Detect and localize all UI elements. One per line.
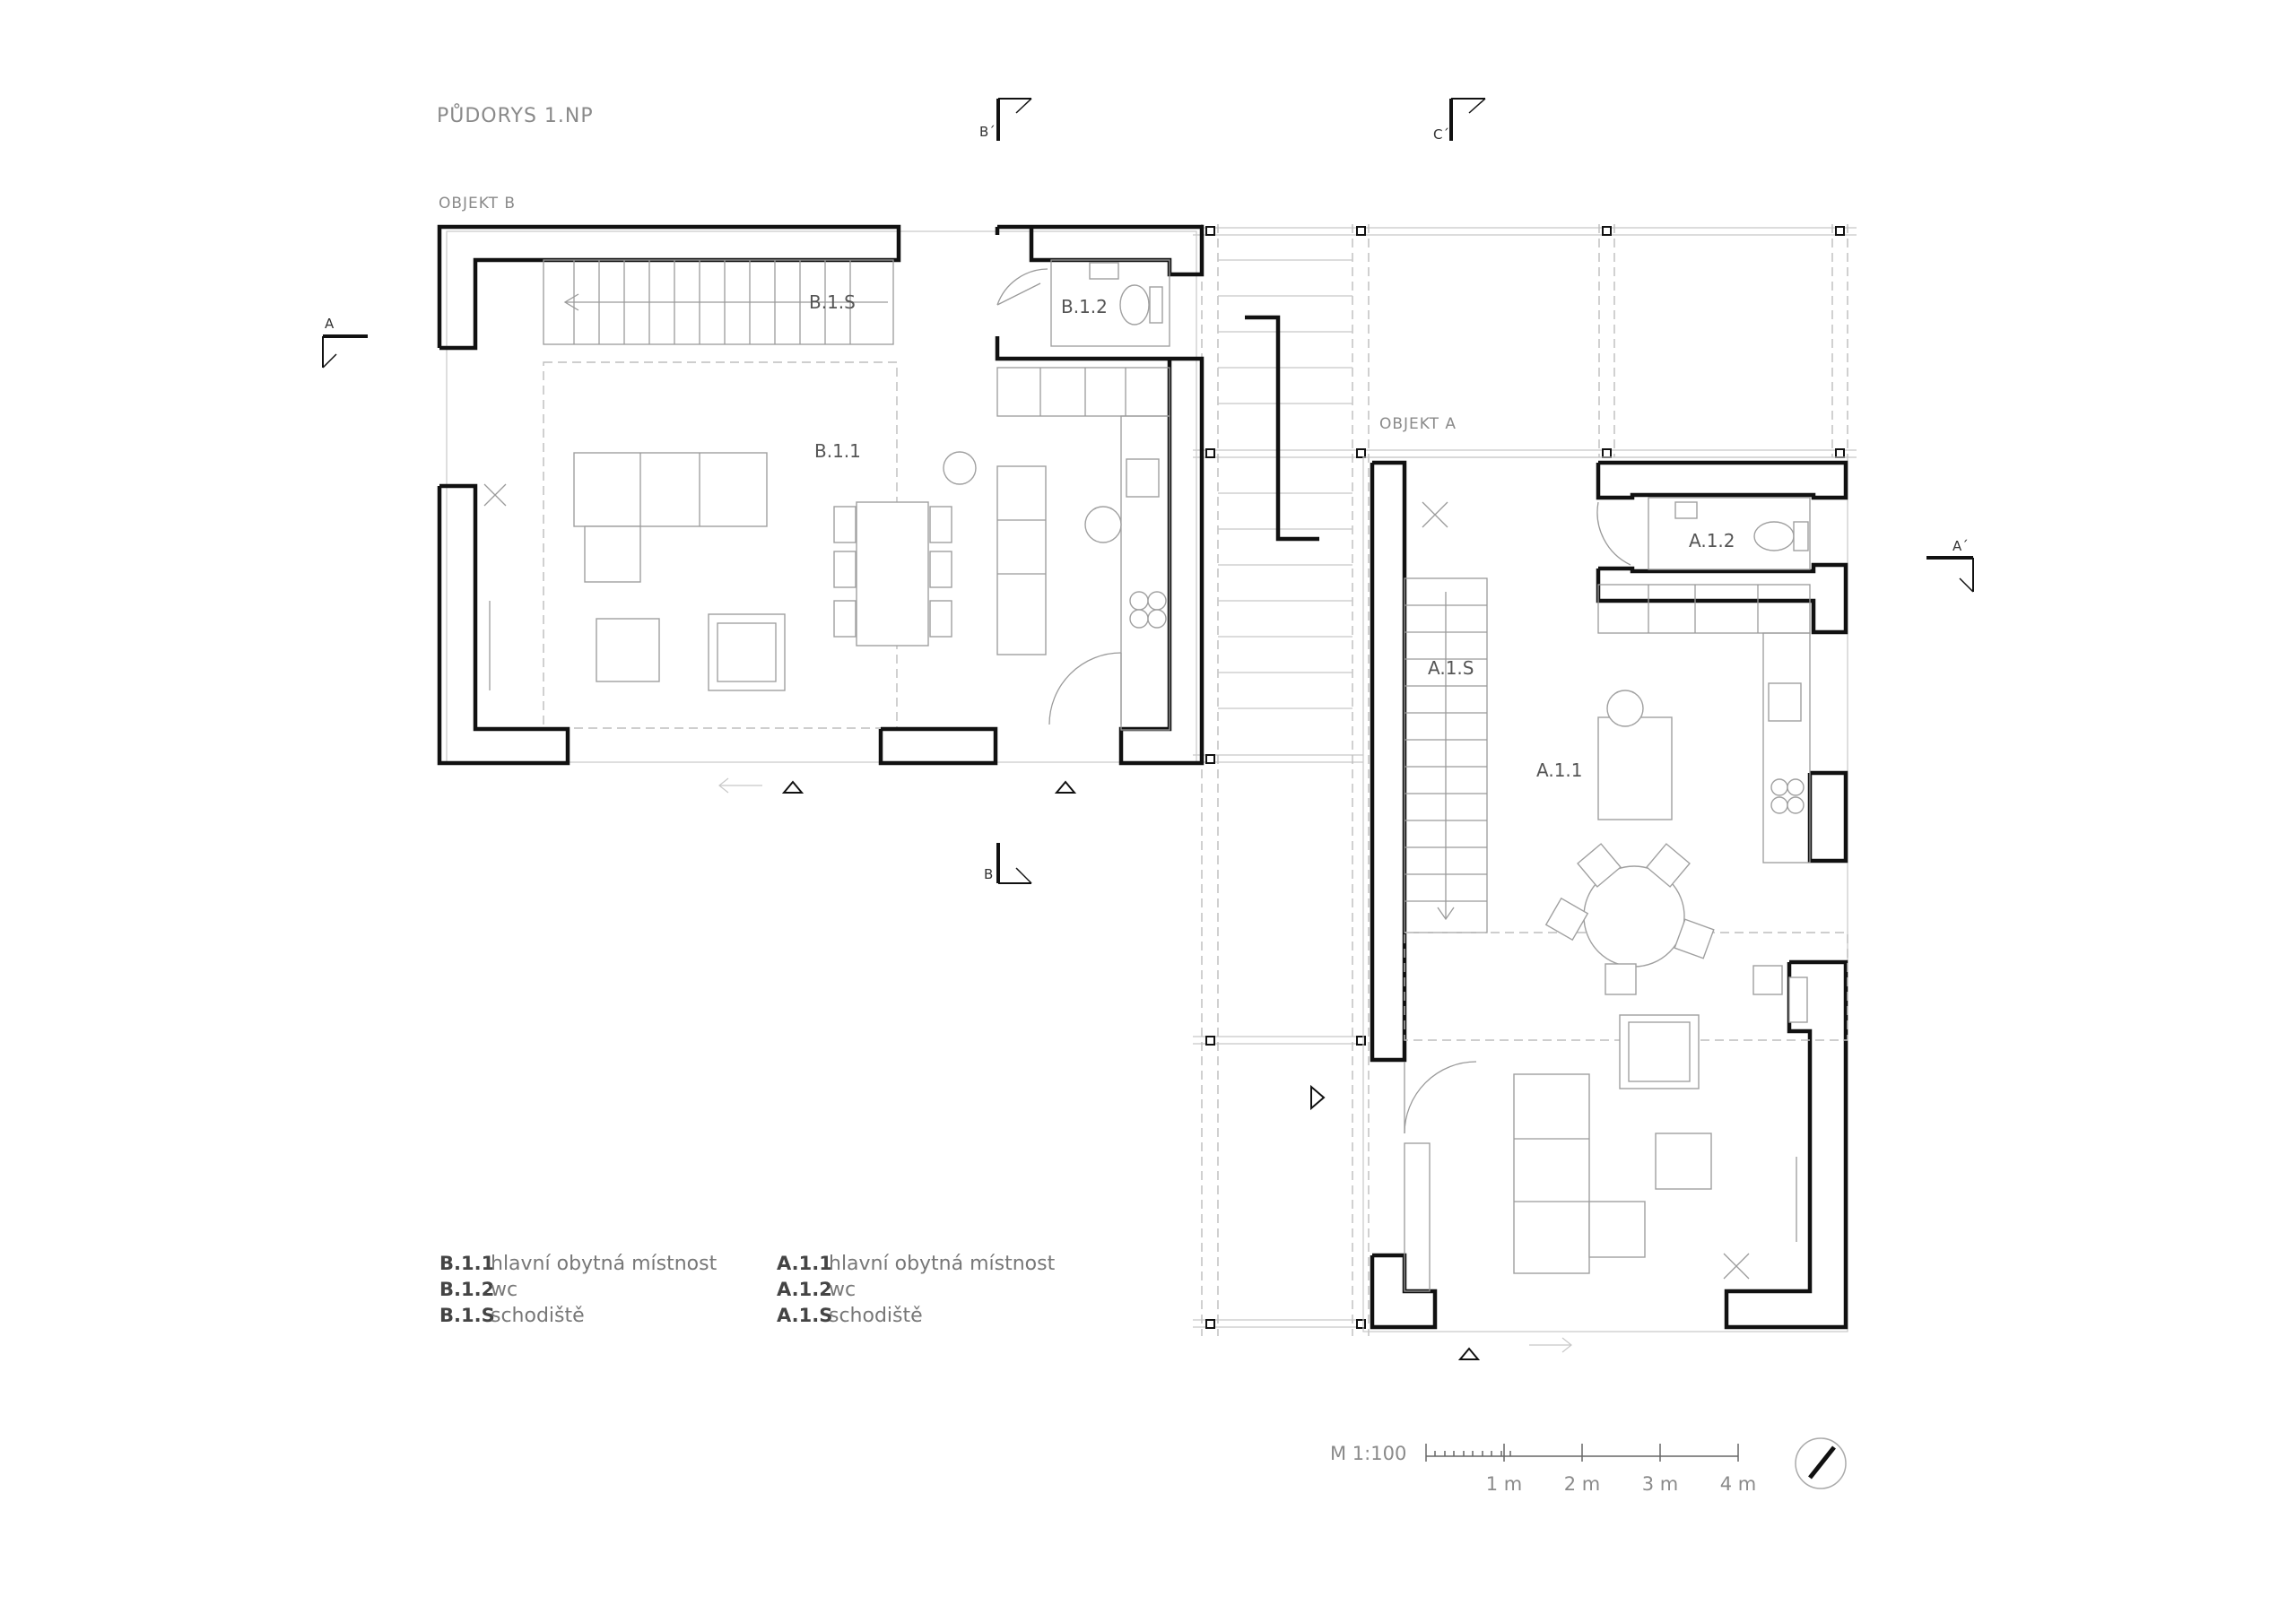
legend-objekt-b: B.1.1 hlavní obytná místnost B.1.2 wc B.… bbox=[439, 1253, 718, 1327]
legend-name: wc bbox=[491, 1279, 517, 1301]
section-mark-b-prime: B´ bbox=[979, 98, 1032, 141]
room-label-a1s: A.1.S bbox=[1428, 657, 1474, 679]
legend-code: A.1.S bbox=[777, 1305, 832, 1326]
section-mark-b: B bbox=[984, 843, 1032, 884]
legend-name: wc bbox=[829, 1279, 856, 1301]
legend-name: schodiště bbox=[829, 1305, 923, 1327]
legend-name: hlavní obytná místnost bbox=[491, 1253, 718, 1275]
legend-code: A.1.1 bbox=[777, 1253, 832, 1274]
section-mark-c-prime: C´ bbox=[1433, 98, 1486, 143]
legend-name: hlavní obytná místnost bbox=[829, 1253, 1056, 1275]
section-a-prime-label: A´ bbox=[1952, 538, 1969, 554]
north-arrow-icon bbox=[1795, 1437, 1847, 1489]
scale-tick-label: 3 m bbox=[1642, 1473, 1679, 1495]
room-label-b12: B.1.2 bbox=[1061, 296, 1108, 317]
object-a-plan bbox=[1362, 456, 1848, 1332]
room-label-a12: A.1.2 bbox=[1689, 530, 1735, 551]
section-c-prime-label: C´ bbox=[1433, 126, 1449, 143]
object-b-plan bbox=[437, 224, 1205, 766]
legend-code: A.1.2 bbox=[777, 1279, 832, 1300]
legend-name: schodiště bbox=[491, 1305, 585, 1327]
privacy-wall bbox=[1245, 315, 1319, 542]
section-mark-a-prime: A´ bbox=[1926, 538, 1974, 593]
scale-label: M 1:100 bbox=[1330, 1443, 1406, 1464]
room-label-b11: B.1.1 bbox=[814, 440, 861, 462]
entrance-triangle-icon bbox=[781, 780, 1481, 1360]
scale-tick-label: 4 m bbox=[1720, 1473, 1757, 1495]
section-mark-a: A bbox=[322, 316, 368, 369]
legend-code: B.1.1 bbox=[439, 1253, 494, 1274]
pergola-structure bbox=[1193, 224, 1857, 1336]
section-b-label: B bbox=[984, 866, 993, 882]
scale-bar: M 1:100 1 m 2 m 3 m 4 m bbox=[1330, 1443, 1756, 1495]
object-a-label: OBJEKT A bbox=[1379, 415, 1457, 433]
scale-tick-label: 1 m bbox=[1486, 1473, 1523, 1495]
room-label-a11: A.1.1 bbox=[1536, 759, 1583, 781]
section-a-label: A bbox=[325, 316, 335, 332]
page-title: PŮDORYS 1.NP bbox=[437, 103, 594, 127]
scale-tick-label: 2 m bbox=[1564, 1473, 1601, 1495]
room-label-b1s: B.1.S bbox=[809, 291, 856, 313]
legend-objekt-a: A.1.1 hlavní obytná místnost A.1.2 wc A.… bbox=[777, 1253, 1056, 1327]
legend-code: B.1.2 bbox=[439, 1279, 494, 1300]
access-arrows bbox=[718, 777, 1572, 1353]
legend-code: B.1.S bbox=[439, 1305, 495, 1326]
object-b-label: OBJEKT B bbox=[439, 195, 516, 213]
section-b-prime-label: B´ bbox=[979, 124, 996, 140]
